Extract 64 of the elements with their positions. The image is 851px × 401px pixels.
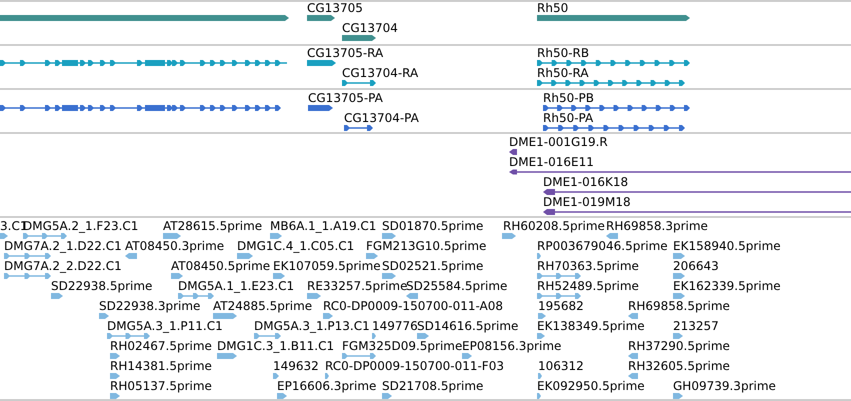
feature-label: DMG5A.1_1.E23.C1 [178, 279, 294, 293]
feature-label: RH02467.5prime [110, 339, 212, 353]
feature-label: Rh50-PB [543, 91, 594, 105]
feature-label: FGM325D09.5prime [342, 339, 462, 353]
feature-label: EK107059.5prime [273, 259, 381, 273]
feature-label: EK158940.5prime [673, 239, 781, 253]
feature-label: RH05137.5prime [110, 379, 212, 393]
feature-label: SD22938.3prime [99, 299, 200, 313]
feature-label: EK092950.5prime [537, 379, 645, 393]
feature-label: RC0-DP0009-150700-011-A08 [323, 299, 504, 313]
feature-label: EP16606.3prime [277, 379, 376, 393]
feature-label: EK138349.5prime [537, 319, 645, 333]
feature-label: RP003679046.5prime [537, 239, 668, 253]
feature-label: CG13705 [307, 1, 363, 15]
feature-label: CG13705-RA [307, 46, 384, 60]
feature-label: RE33257.5prime [307, 279, 408, 293]
feature-label: Rh50 [537, 1, 568, 15]
feature-label: AT08450.5prime [171, 259, 270, 273]
feature-label: RH32605.5prime [628, 359, 730, 373]
feature-label: DME1-019M18 [543, 195, 631, 209]
feature-label: SD02521.5prime [382, 259, 484, 273]
feature-label: RH69858.5prime [628, 299, 730, 313]
feature-label: SD14616.5prime [417, 319, 518, 333]
feature-label: SD22938.5prime [51, 279, 152, 293]
feature-label: AT28615.5prime [163, 219, 262, 233]
feature-label: DMG7A.2_1.D22.C1 [4, 239, 122, 253]
feature-label: 106312 [538, 359, 584, 373]
feature-label: CG13704 [342, 21, 398, 35]
feature-label: AT24885.5prime [213, 299, 312, 313]
feature-label: AT08450.3prime [125, 239, 224, 253]
feature-label: DMG5A.3_1.P13.C1 [254, 319, 370, 333]
feature-label: RH37290.5prime [628, 339, 730, 353]
feature-label: EP08156.3prime [462, 339, 562, 353]
feature-label: SD01870.5prime [382, 219, 484, 233]
feature-label: 206643 [673, 259, 719, 273]
feature-label: MB6A.1_1.A19.C1 [270, 219, 376, 233]
feature-label: CG13704-RA [342, 66, 418, 80]
feature-label: DMG1C.3_1.B11.C1 [217, 339, 334, 353]
feature-label: Rh50-PA [543, 111, 594, 125]
feature-label: 149776 [372, 319, 418, 333]
feature-label: Rh50-RB [537, 46, 590, 60]
feature-label: DMG1C.4_1.C05.C1 [237, 239, 354, 253]
feature-label: SD21708.5prime [382, 379, 484, 393]
feature-label: RH60208.5prime [503, 219, 605, 233]
feature-label: RH52489.5prime [537, 279, 639, 293]
feature-label: DME1-016K18 [543, 175, 628, 189]
feature-label: GH09739.3prime [673, 379, 776, 393]
feature-label: Rh50-RA [537, 66, 589, 80]
feature-label: 149632 [273, 359, 319, 373]
feature-label: 195682 [538, 299, 584, 313]
feature-label: DMG5A.3_1.P11.C1 [107, 319, 223, 333]
feature-label: FGM213G10.5prime [366, 239, 486, 253]
feature-label: RH14381.5prime [110, 359, 212, 373]
feature-label: 213257 [673, 319, 719, 333]
feature-label: RH69858.3prime [606, 219, 708, 233]
feature-label: RH70363.5prime [537, 259, 639, 273]
feature-label: CG13704-PA [344, 111, 419, 125]
feature-label: CG13705-PA [308, 91, 383, 105]
feature-label: DME1-001G19.R [509, 135, 608, 149]
feature-label: DME1-016E11 [509, 155, 594, 169]
feature-label: RC0-DP0009-150700-011-F03 [325, 359, 504, 373]
feature-label: DMG7A.2_2.D22.C1 [4, 259, 122, 273]
feature-label: EK162339.5prime [673, 279, 781, 293]
feature-label: SD25584.5prime [406, 279, 508, 293]
